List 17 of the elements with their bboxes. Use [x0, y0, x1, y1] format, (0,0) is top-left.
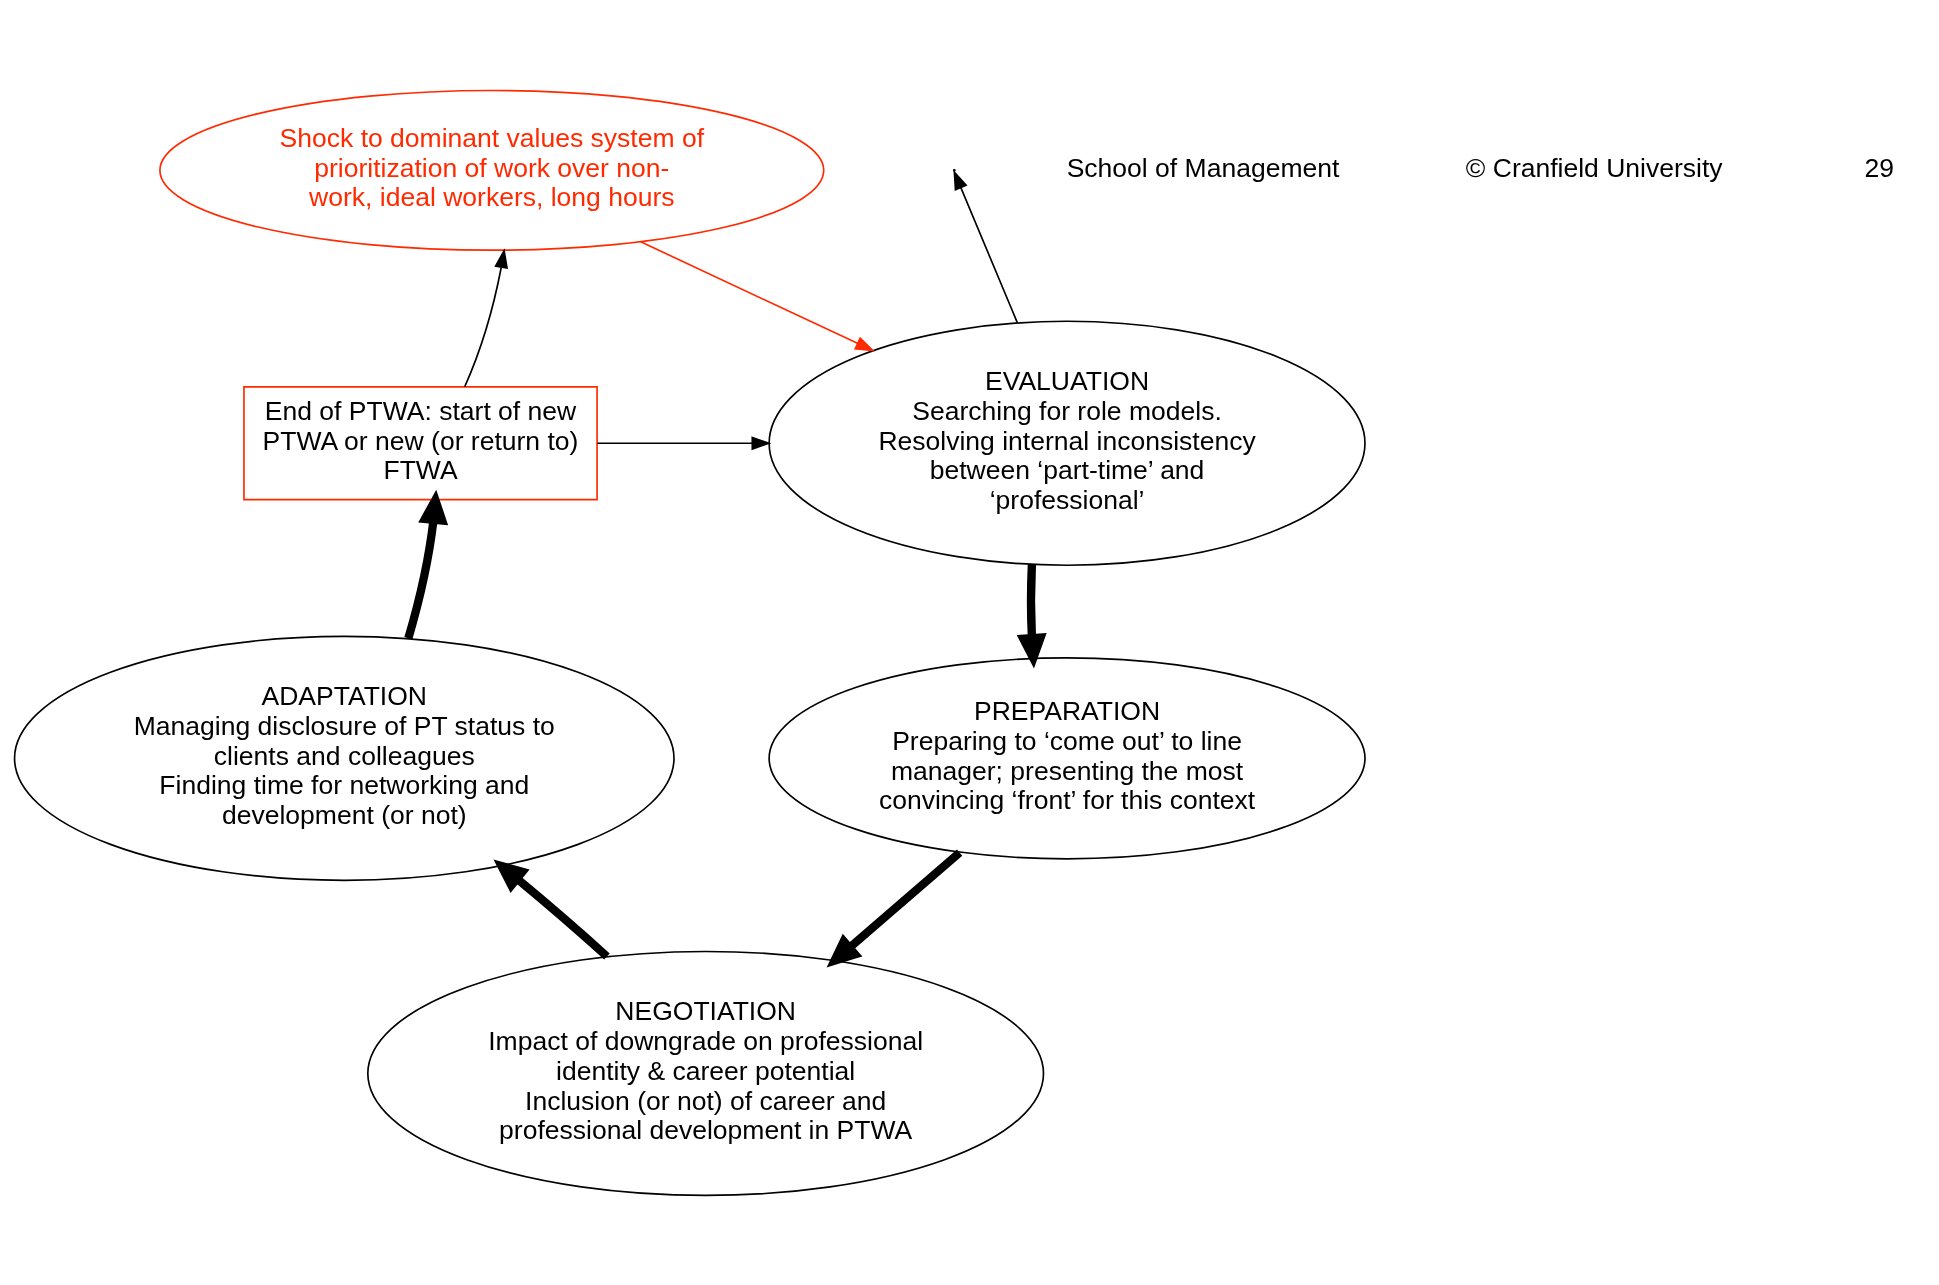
arrow	[1016, 563, 1047, 668]
node-box: End of PTWA: start of new PTWA or new (or return to) FTWA	[243, 385, 598, 500]
node-ellipse: Shock to dominant values system of prioritization of work over non-work, ideal workers, long hours	[159, 89, 825, 251]
node-ellipse: NEGOTIATION Impact of downgrade on professional identity & career potential Inclusion (or not) of career and professional development in PTWA	[367, 950, 1045, 1196]
label: 29	[1864, 152, 1895, 183]
node-ellipse: EVALUATION Searching for role models. Resolving internal inconsistency between ‘part-time’ and ‘professional’	[768, 319, 1366, 566]
label: © Cranfield University	[1465, 152, 1723, 183]
arrow	[639, 240, 875, 352]
node-ellipse: PREPARATION Preparing to ‘come out’ to line manager; presenting the most convincing ‘front’ for this context	[768, 656, 1366, 860]
arrow	[953, 169, 1019, 323]
arrow	[463, 247, 509, 388]
label: School of Management	[1066, 152, 1340, 183]
arrow	[596, 435, 772, 450]
arrow	[826, 849, 963, 967]
arrow	[404, 489, 449, 639]
arrow	[493, 858, 610, 960]
node-ellipse: ADAPTATION Managing disclosure of PT status to clients and colleagues Finding time for networking and development (or not)	[13, 635, 675, 881]
